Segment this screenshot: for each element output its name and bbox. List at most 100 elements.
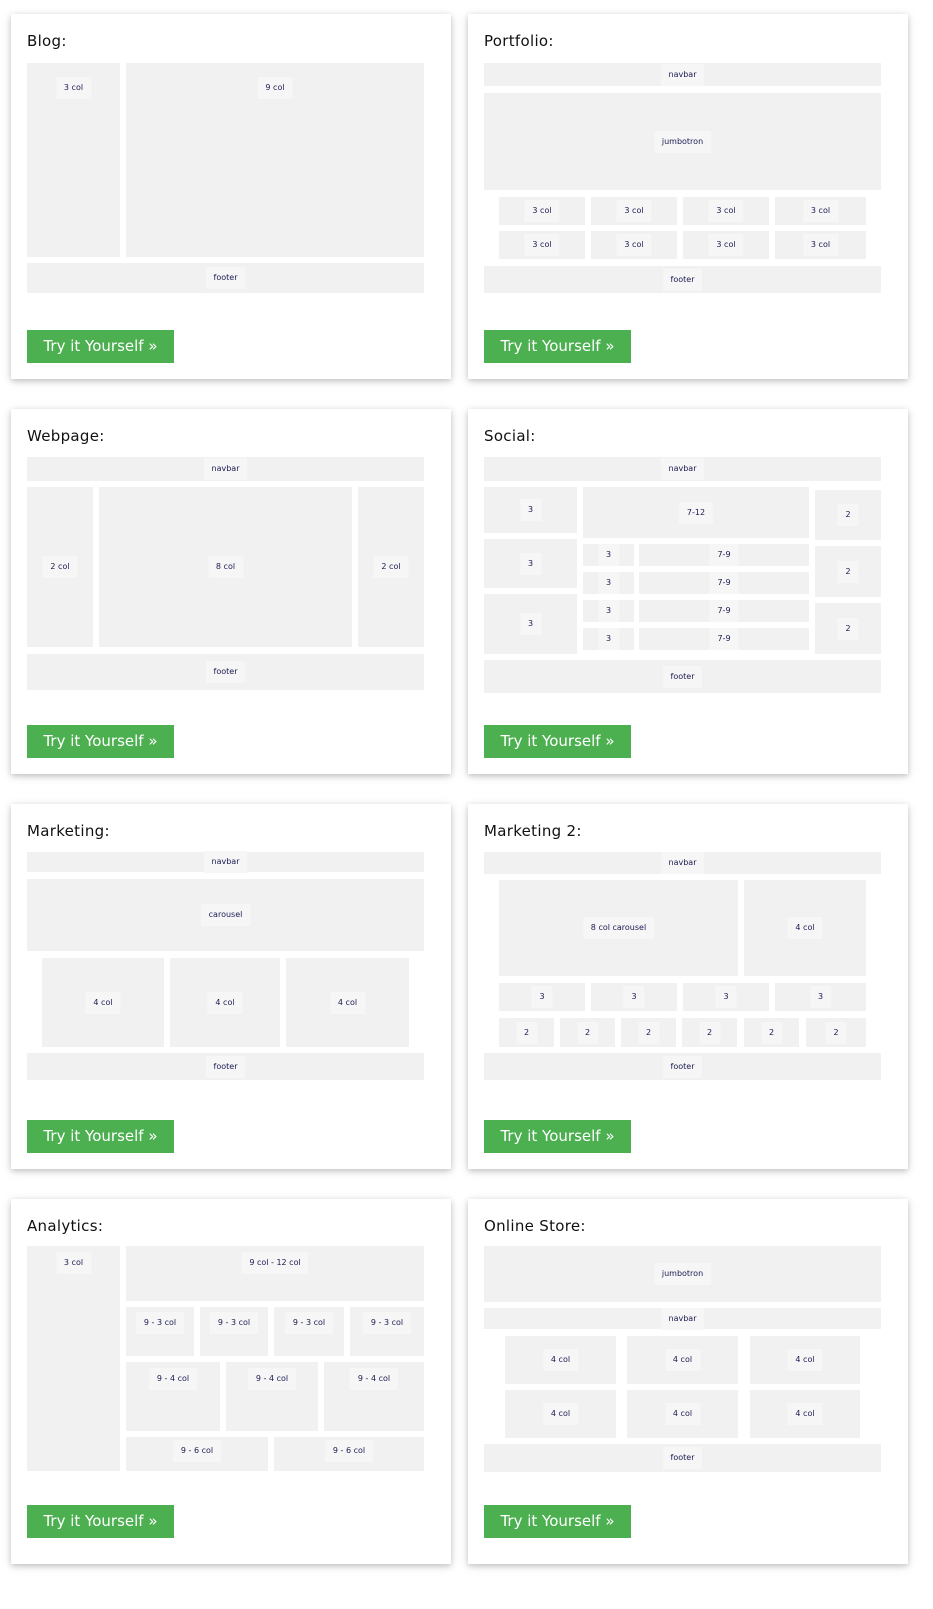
block-label: 2 xyxy=(760,1021,783,1044)
card-title: Marketing: xyxy=(27,822,110,840)
block-label: 3 xyxy=(597,628,620,650)
block-label: 3 xyxy=(597,600,620,622)
block-label: 4 col xyxy=(542,1403,579,1425)
block-label: 3 col xyxy=(524,200,560,222)
block-label: 3 xyxy=(715,986,737,1008)
block-label: footer xyxy=(205,661,246,683)
try-it-yourself-button[interactable]: Try it Yourself » xyxy=(27,725,174,758)
layout-block-4-col: 4 col xyxy=(170,958,280,1047)
block-label: 3 col xyxy=(708,234,744,256)
layout-block-7-9: 7-9 xyxy=(639,544,809,566)
block-label: jumbotron xyxy=(653,1263,712,1285)
block-label: 4 col xyxy=(664,1349,701,1371)
try-it-yourself-button[interactable]: Try it Yourself » xyxy=(484,330,631,363)
try-it-yourself-button[interactable]: Try it Yourself » xyxy=(27,330,174,363)
layout-block-3-col: 3 col xyxy=(591,231,677,259)
card-title: Marketing 2: xyxy=(484,822,582,840)
card-marketing: Marketing: navbar carousel 4 col 4 col 4… xyxy=(11,804,451,1169)
block-label: 3 col xyxy=(55,77,92,99)
block-label: navbar xyxy=(203,458,248,480)
block-label: navbar xyxy=(203,851,248,873)
block-label: 2 col xyxy=(42,556,78,578)
layout-block-2: 2 xyxy=(499,1018,554,1047)
block-label: 9 - 4 col xyxy=(247,1368,297,1390)
layout-block-9-4-col: 9 - 4 col xyxy=(126,1362,220,1431)
layout-block-3: 3 xyxy=(591,983,677,1011)
layout-block-9-4-col: 9 - 4 col xyxy=(324,1362,424,1431)
block-label: footer xyxy=(205,1055,246,1078)
layout-block-2: 2 xyxy=(815,546,881,597)
block-label: 3 xyxy=(519,499,542,521)
block-label: 2 xyxy=(515,1021,538,1044)
block-label: 9 - 4 col xyxy=(349,1368,399,1390)
card-portfolio: Portfolio: navbar jumbotron 3 col 3 col … xyxy=(468,14,908,379)
layout-block-2: 2 xyxy=(806,1018,866,1047)
layout-block-2: 2 xyxy=(682,1018,737,1047)
try-it-yourself-button[interactable]: Try it Yourself » xyxy=(484,1505,631,1538)
card-title: Blog: xyxy=(27,32,67,50)
layout-block-navbar: navbar xyxy=(484,457,881,481)
block-label: navbar xyxy=(660,458,705,480)
layout-block-3-col: 3 col xyxy=(775,197,866,225)
layout-block-jumbotron: jumbotron xyxy=(484,93,881,190)
layout-block-3-col: 3 col xyxy=(27,1246,120,1471)
block-label: 9 - 3 col xyxy=(362,1312,412,1334)
layout-block-footer: footer xyxy=(484,1444,881,1472)
layout-block-4-col: 4 col xyxy=(750,1336,860,1384)
layout-block-2: 2 xyxy=(815,490,881,540)
block-label: 3 col xyxy=(55,1252,92,1274)
block-label: 8 col xyxy=(207,556,244,578)
block-label: 4 col xyxy=(207,991,243,1014)
layout-block-3: 3 xyxy=(583,544,634,566)
layout-block-3-col: 3 col xyxy=(683,197,769,225)
block-label: 2 xyxy=(837,560,859,583)
layout-block-9-12-col: 9 col - 12 col xyxy=(126,1246,424,1301)
layout-block-3-col: 3 col xyxy=(499,231,585,259)
block-label: footer xyxy=(662,1447,703,1469)
block-label: 7-9 xyxy=(709,628,739,650)
card-title: Portfolio: xyxy=(484,32,554,50)
layout-block-2: 2 xyxy=(560,1018,615,1047)
block-label: 9 - 3 col xyxy=(135,1312,185,1334)
card-online-store: Online Store: jumbotron navbar 4 col 4 c… xyxy=(468,1199,908,1564)
layout-block-9-3-col: 9 - 3 col xyxy=(126,1307,194,1356)
block-label: 3 col xyxy=(708,200,744,222)
block-label: 2 xyxy=(637,1021,660,1044)
block-label: 3 xyxy=(597,572,620,594)
card-marketing-2: Marketing 2: navbar 8 col carousel 4 col… xyxy=(468,804,908,1169)
layout-block-3: 3 xyxy=(484,594,577,654)
try-it-yourself-button[interactable]: Try it Yourself » xyxy=(27,1505,174,1538)
block-label: 3 col xyxy=(616,200,652,222)
layout-block-4-col: 4 col xyxy=(505,1336,616,1384)
block-label: 4 col xyxy=(329,991,366,1014)
layout-block-footer: footer xyxy=(27,654,424,690)
layout-block-carousel: 8 col carousel xyxy=(499,880,738,976)
block-label: 2 xyxy=(837,617,859,640)
layout-block-2-col: 2 col xyxy=(358,487,424,647)
layout-block-9-4-col: 9 - 4 col xyxy=(226,1362,318,1431)
layout-block-2-col: 2 col xyxy=(27,487,93,647)
layout-block-4-col: 4 col xyxy=(286,958,409,1047)
block-label: 4 col xyxy=(664,1403,701,1425)
layout-block-footer: footer xyxy=(27,1053,424,1080)
block-label: 7-9 xyxy=(709,600,739,622)
block-label: footer xyxy=(662,268,703,291)
layout-block-navbar: navbar xyxy=(484,63,881,86)
layout-block-3: 3 xyxy=(683,983,769,1011)
layout-block-3-col: 3 col xyxy=(27,63,120,257)
layout-block-footer: footer xyxy=(484,1053,881,1080)
layout-block-7-9: 7-9 xyxy=(639,600,809,622)
try-it-yourself-button[interactable]: Try it Yourself » xyxy=(27,1120,174,1153)
layout-block-carousel: carousel xyxy=(27,879,424,951)
layout-block-2: 2 xyxy=(815,603,881,654)
block-label: 3 xyxy=(809,986,832,1008)
block-label: 4 col xyxy=(542,1349,579,1371)
layout-block-9-3-col: 9 - 3 col xyxy=(274,1307,344,1356)
block-label: 7-9 xyxy=(709,572,739,594)
layout-block-3: 3 xyxy=(484,487,577,533)
layout-block-7-9: 7-9 xyxy=(639,572,809,594)
try-it-yourself-button[interactable]: Try it Yourself » xyxy=(484,1120,631,1153)
try-it-yourself-button[interactable]: Try it Yourself » xyxy=(484,725,631,758)
block-label: 9 col - 12 col xyxy=(241,1252,309,1274)
layout-block-4-col: 4 col xyxy=(627,1390,738,1438)
